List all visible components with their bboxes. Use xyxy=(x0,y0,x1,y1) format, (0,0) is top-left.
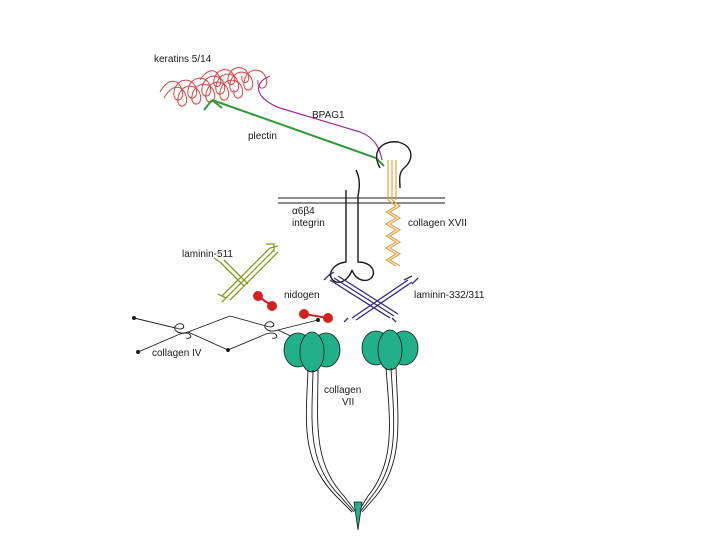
label-nidogen: nidogen xyxy=(284,290,320,301)
nidogen-molecule xyxy=(253,291,333,323)
integrin-molecule xyxy=(329,169,375,284)
label-laminin-332: laminin-332/311 xyxy=(414,290,485,301)
collagen-vii-molecule xyxy=(283,329,419,531)
collagen-xvii-molecule xyxy=(384,160,402,267)
label-bpag1: BPAG1 xyxy=(312,110,345,121)
label-collagen-vii-1: collagen xyxy=(324,385,361,396)
label-collagen-xvii: collagen XVII xyxy=(408,218,467,229)
collagen-iv-network xyxy=(132,315,320,354)
label-plectin: plectin xyxy=(248,131,277,142)
bpag1-molecule xyxy=(257,75,383,161)
label-collagen-vii-2: VII xyxy=(342,397,354,408)
label-integrin-1: α6β4 xyxy=(292,206,315,217)
label-collagen-iv: collagen IV xyxy=(152,348,202,359)
hemidesmosome-loop xyxy=(375,141,412,189)
label-laminin-511: laminin-511 xyxy=(182,249,233,260)
plectin-molecule xyxy=(203,99,385,167)
label-integrin-2: integrin xyxy=(292,218,325,229)
laminin-332-molecule xyxy=(323,271,419,323)
keratin-filament xyxy=(159,67,268,107)
plasma-membrane xyxy=(278,197,445,204)
laminin-511-molecule xyxy=(213,243,279,303)
label-keratins: keratins 5/14 xyxy=(154,54,212,65)
